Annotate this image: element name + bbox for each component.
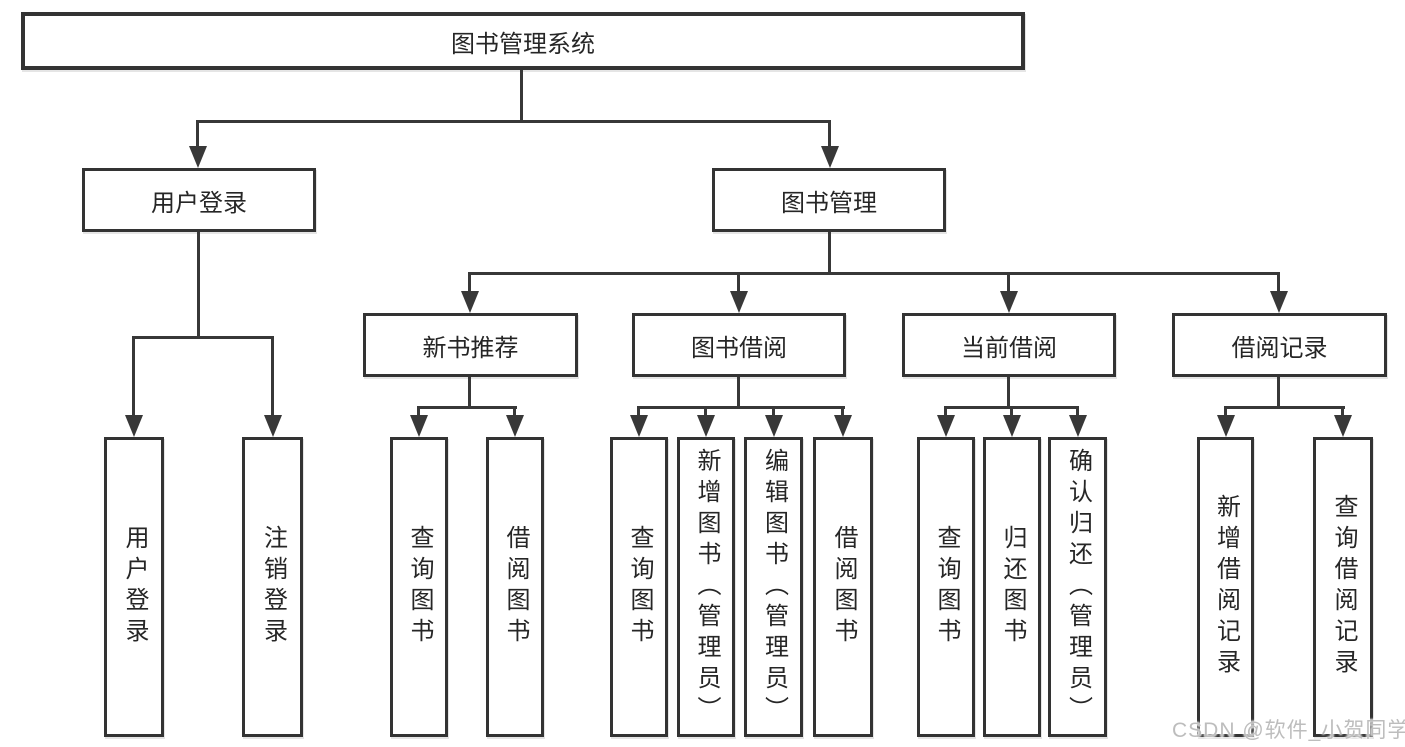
arrow-down-icon (124, 336, 143, 437)
connector-line (637, 406, 845, 409)
arrow-down-icon (409, 406, 428, 437)
leaf-logout-label: 注销登录 (259, 525, 287, 649)
leaf-edit-book-admin: 编辑图书（管理员） (744, 437, 803, 737)
node-current-borrowing: 当前借阅 (902, 313, 1116, 377)
connector-line (1224, 406, 1345, 409)
arrow-down-icon (460, 272, 479, 313)
node-borrow-records-label: 借阅记录 (1231, 334, 1328, 362)
leaf-add-book-admin-label: 新增图书（管理员） (693, 447, 720, 727)
arrow-down-icon (820, 120, 839, 168)
node-new-book-recommend-label: 新书推荐 (422, 334, 519, 362)
leaf-query-borrow-record-label: 查询借阅记录 (1330, 494, 1357, 680)
arrow-down-icon (936, 406, 955, 437)
node-book-borrowing-label: 图书借阅 (691, 334, 787, 362)
connector-line (1007, 377, 1010, 406)
leaf-user-login: 用户登录 (104, 437, 164, 737)
connector-line (520, 70, 523, 120)
node-book-management: 图书管理 (712, 168, 946, 232)
csdn-watermark: CSDN @软件_小贺同学 (1172, 719, 1405, 742)
arrow-down-icon (629, 406, 648, 437)
connector-line (1277, 377, 1280, 406)
leaf-edit-book-admin-label: 编辑图书（管理员） (760, 447, 788, 727)
leaf-confirm-return-admin-label: 确认归还（管理员） (1064, 447, 1092, 727)
leaf-query-books-borrowing: 查询图书 (610, 437, 668, 737)
arrow-down-icon (1269, 272, 1288, 313)
connector-line (468, 377, 471, 406)
arrow-down-icon (1068, 406, 1087, 437)
arrow-down-icon (1002, 406, 1021, 437)
leaf-add-book-admin: 新增图书（管理员） (677, 437, 735, 737)
arrow-down-icon (188, 120, 207, 168)
node-book-management-label: 图书管理 (781, 189, 877, 217)
node-user-login: 用户登录 (82, 168, 316, 232)
connector-line (417, 406, 517, 409)
leaf-return-book: 归还图书 (983, 437, 1041, 737)
arrow-down-icon (999, 272, 1018, 313)
arrow-down-icon (729, 272, 748, 313)
leaf-user-login-label: 用户登录 (121, 525, 148, 649)
arrow-down-icon (764, 406, 783, 437)
node-book-borrowing: 图书借阅 (632, 313, 846, 377)
node-root: 图书管理系统 (21, 12, 1025, 70)
arrow-down-icon (505, 406, 524, 437)
leaf-query-borrow-record: 查询借阅记录 (1313, 437, 1373, 737)
connector-line (197, 232, 200, 336)
leaf-borrow-books-borrowing: 借阅图书 (813, 437, 873, 737)
connector-line (468, 272, 1280, 275)
leaf-borrow-books-borrowing-label: 借阅图书 (830, 525, 857, 649)
leaf-query-books-current: 查询图书 (917, 437, 975, 737)
node-current-borrowing-label: 当前借阅 (961, 334, 1057, 362)
connector-line (196, 120, 831, 123)
node-new-book-recommend: 新书推荐 (363, 313, 578, 377)
arrow-down-icon (263, 336, 282, 437)
leaf-query-books-borrowing-label: 查询图书 (626, 525, 653, 649)
leaf-borrow-books-recommend: 借阅图书 (486, 437, 544, 737)
arrow-down-icon (833, 406, 852, 437)
arrow-down-icon (696, 406, 715, 437)
leaf-logout: 注销登录 (242, 437, 303, 737)
node-user-login-label: 用户登录 (151, 189, 247, 217)
connector-line (132, 336, 274, 339)
leaf-add-borrow-record-label: 新增借阅记录 (1212, 494, 1240, 680)
node-root-label: 图书管理系统 (451, 30, 595, 58)
arrow-down-icon (1333, 406, 1352, 437)
node-borrow-records: 借阅记录 (1172, 313, 1387, 377)
leaf-return-book-label: 归还图书 (999, 525, 1026, 649)
connector-line (828, 232, 831, 272)
leaf-query-books-recommend: 查询图书 (390, 437, 448, 737)
leaf-borrow-books-recommend-label: 借阅图书 (502, 525, 529, 649)
leaf-query-books-recommend-label: 查询图书 (406, 525, 433, 649)
leaf-confirm-return-admin: 确认归还（管理员） (1048, 437, 1107, 737)
connector-line (737, 377, 740, 406)
leaf-add-borrow-record: 新增借阅记录 (1197, 437, 1254, 737)
leaf-query-books-current-label: 查询图书 (933, 525, 960, 649)
arrow-down-icon (1216, 406, 1235, 437)
